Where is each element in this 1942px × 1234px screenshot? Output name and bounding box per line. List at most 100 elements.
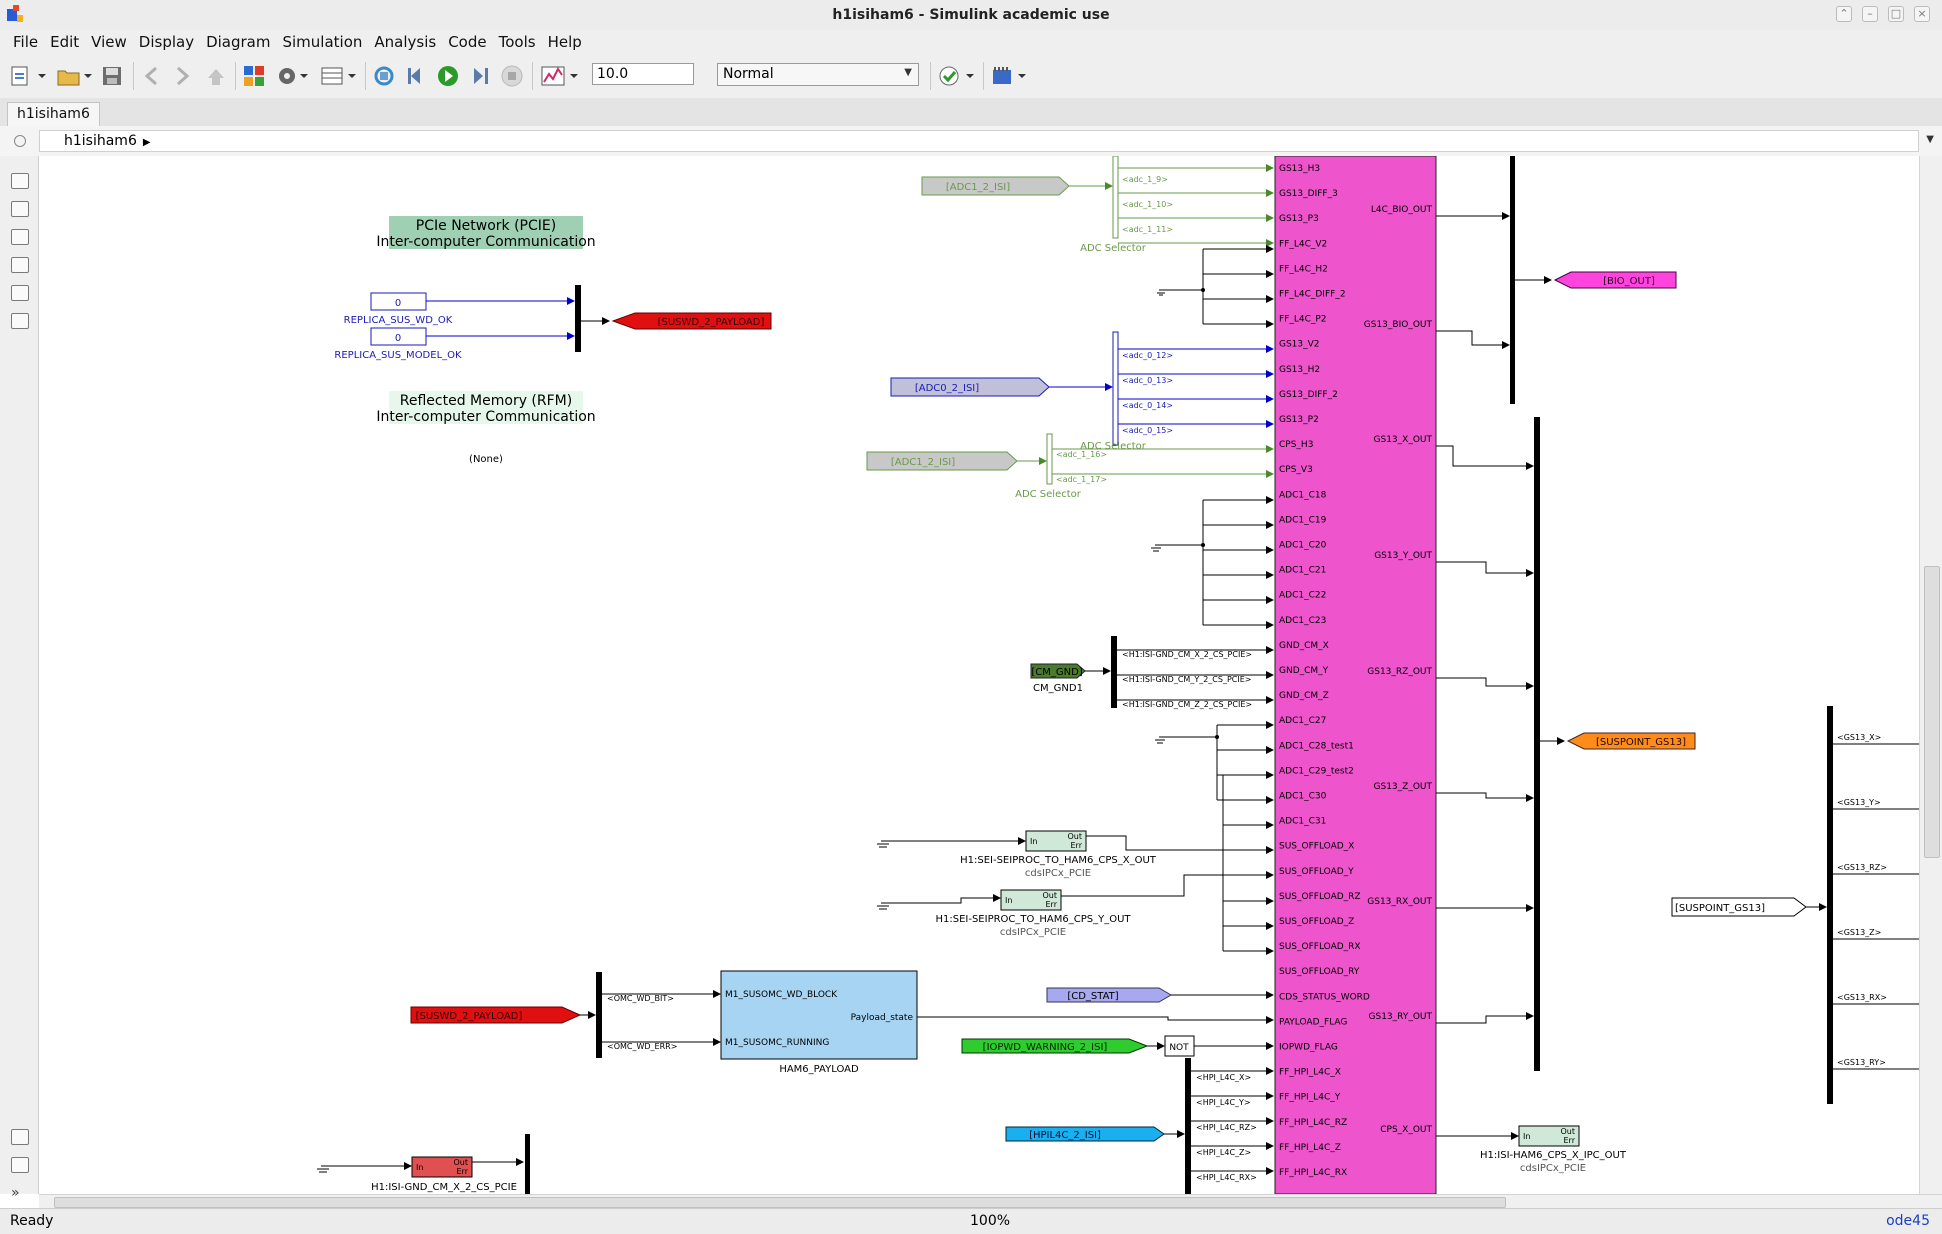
model-browser-icon[interactable] xyxy=(11,1157,29,1173)
from-iopwd-warning[interactable] xyxy=(961,1038,1149,1054)
area-icon[interactable] xyxy=(11,313,29,329)
ipc-cps-x-out[interactable] xyxy=(1518,1125,1580,1147)
bus-creator-bottom[interactable] xyxy=(525,1134,530,1194)
bus-selector-suspoint[interactable] xyxy=(1827,706,1833,1104)
run-icon[interactable] xyxy=(436,64,460,88)
annotation-icon[interactable] xyxy=(11,257,29,273)
menu-code[interactable]: Code xyxy=(448,33,487,51)
screenshot-icon[interactable] xyxy=(11,1129,29,1145)
hide-explorer-icon[interactable] xyxy=(14,135,26,147)
from-suswd-payload[interactable] xyxy=(410,1006,582,1024)
up-arrow-icon[interactable] xyxy=(205,64,227,88)
ipc-seiproc-cps-x[interactable] xyxy=(1025,830,1087,852)
simulink-app-icon xyxy=(7,5,23,22)
horizontal-scroll-thumb[interactable] xyxy=(54,1197,1506,1208)
model-canvas[interactable]: PCIe Network (PCIE) Inter-computer Commu… xyxy=(39,156,1919,1194)
adc-selector-b-label: ADC Selector xyxy=(1080,441,1147,452)
from-cm-gnd[interactable] xyxy=(1030,663,1086,679)
data-inspector-icon[interactable] xyxy=(540,64,580,88)
pcie-annotation[interactable] xyxy=(389,216,583,249)
payload-in-1: M1_SUSOMC_RUNNING xyxy=(725,1038,829,1048)
isi-main-subsystem[interactable] xyxy=(1274,156,1437,1194)
new-model-icon[interactable] xyxy=(10,64,48,88)
adc-selector-b[interactable] xyxy=(1112,331,1119,446)
main-input-port: GND_CM_Z xyxy=(1279,691,1329,701)
address-dropdown-icon[interactable]: ▼ xyxy=(1926,134,1934,145)
tab-h1isiham6[interactable]: h1isiham6 xyxy=(7,102,100,126)
window-maximize-icon[interactable]: □ xyxy=(1888,6,1904,22)
main-input-port: ADC1_C31 xyxy=(1279,817,1326,827)
image-icon[interactable] xyxy=(11,285,29,301)
window-up-icon[interactable]: ⌃ xyxy=(1836,6,1852,22)
bus-creator-gs13[interactable] xyxy=(1534,417,1540,1071)
zoom-in-icon[interactable] xyxy=(11,173,29,189)
from-hpil4c[interactable] xyxy=(1005,1126,1165,1142)
breadcrumb-arrow-icon[interactable]: ▶ xyxy=(142,137,151,148)
ipc-seiproc-cps-y[interactable] xyxy=(1000,889,1062,911)
from-suspoint-gs13[interactable] xyxy=(1671,897,1807,917)
menu-view[interactable]: View xyxy=(91,33,127,51)
menu-analysis[interactable]: Analysis xyxy=(374,33,437,51)
menu-tools[interactable]: Tools xyxy=(498,33,536,51)
step-back-icon[interactable] xyxy=(404,64,428,88)
menu-edit[interactable]: Edit xyxy=(50,33,80,51)
main-input-port: ADC1_C30 xyxy=(1279,792,1327,802)
stop-icon[interactable] xyxy=(500,64,524,88)
back-arrow-icon[interactable] xyxy=(140,64,162,88)
from-cd-stat-label: [CD_STAT] xyxy=(1067,991,1118,1002)
bus-selector-omc[interactable] xyxy=(596,972,602,1058)
ipc-gnd-cm-x[interactable] xyxy=(411,1156,473,1178)
model-explorer-icon[interactable] xyxy=(320,64,358,88)
menu-help[interactable]: Help xyxy=(547,33,582,51)
simulation-mode-select[interactable]: Normal▼ xyxy=(717,63,919,86)
ipc-gnd-out: Out xyxy=(453,1158,468,1167)
adc-sel-b-3: <adc_0_15> xyxy=(1122,426,1173,435)
stop-time-input[interactable] xyxy=(592,63,694,85)
expand-palette-icon[interactable]: » xyxy=(11,1185,20,1201)
forward-arrow-icon[interactable] xyxy=(172,64,194,88)
vertical-scroll-thumb[interactable] xyxy=(1924,566,1940,858)
ham6-payload-block[interactable] xyxy=(720,970,918,1060)
save-icon[interactable] xyxy=(100,64,124,88)
update-diagram-icon[interactable] xyxy=(372,64,396,88)
breadcrumb[interactable]: h1isiham6 ▶ xyxy=(39,130,1919,152)
from-adc1-a[interactable] xyxy=(921,176,1070,196)
goto-bio-out[interactable] xyxy=(1553,271,1677,289)
fit-to-view-icon[interactable] xyxy=(11,201,29,217)
signal-route-icon[interactable] xyxy=(11,229,29,245)
bus-selector-hpi[interactable] xyxy=(1185,1058,1191,1194)
vertical-scrollbar[interactable] xyxy=(1919,156,1942,1194)
breadcrumb-model[interactable]: h1isiham6 xyxy=(64,133,137,149)
horizontal-scrollbar[interactable] xyxy=(39,1194,1942,1209)
menu-file[interactable]: File xyxy=(13,33,39,51)
block-diagram[interactable]: PCIe Network (PCIE) Inter-computer Commu… xyxy=(39,156,1919,1194)
adc-selector-c[interactable] xyxy=(1046,433,1053,485)
adc-selector-c-label: ADC Selector xyxy=(1015,489,1082,500)
menu-diagram[interactable]: Diagram xyxy=(206,33,271,51)
window-minimize-icon[interactable]: – xyxy=(1862,6,1878,22)
bus-creator-bio[interactable] xyxy=(1510,156,1515,404)
window-close-icon[interactable]: × xyxy=(1914,6,1930,22)
library-browser-icon[interactable] xyxy=(242,64,266,88)
bus-creator-replica[interactable] xyxy=(575,285,581,352)
main-input-port: CPS_H3 xyxy=(1279,440,1313,450)
build-model-icon[interactable] xyxy=(990,64,1028,88)
goto-suspoint-gs13[interactable] xyxy=(1566,732,1696,750)
model-settings-gear-icon[interactable] xyxy=(276,64,310,88)
adc-selector-a[interactable] xyxy=(1112,156,1119,239)
rfm-annotation[interactable] xyxy=(389,391,583,424)
main-input-port: SUS_OFFLOAD_RX xyxy=(1279,942,1361,952)
goto-suswd-label: [SUSWD_2_PAYLOAD] xyxy=(658,317,765,328)
step-forward-icon[interactable] xyxy=(468,64,492,88)
solver-link[interactable]: ode45 xyxy=(1886,1213,1930,1229)
open-folder-icon[interactable] xyxy=(56,64,94,88)
menu-simulation[interactable]: Simulation xyxy=(282,33,363,51)
model-advisor-check-icon[interactable] xyxy=(938,64,976,88)
goto-suswd-payload[interactable] xyxy=(611,312,772,330)
from-cd-stat[interactable] xyxy=(1046,987,1172,1003)
from-adc0[interactable] xyxy=(890,377,1050,397)
from-adc1-b[interactable] xyxy=(866,451,1018,471)
bus-selector-cm[interactable] xyxy=(1111,636,1117,708)
from-adc0-label: [ADC0_2_ISI] xyxy=(915,383,979,394)
menu-display[interactable]: Display xyxy=(138,33,195,51)
